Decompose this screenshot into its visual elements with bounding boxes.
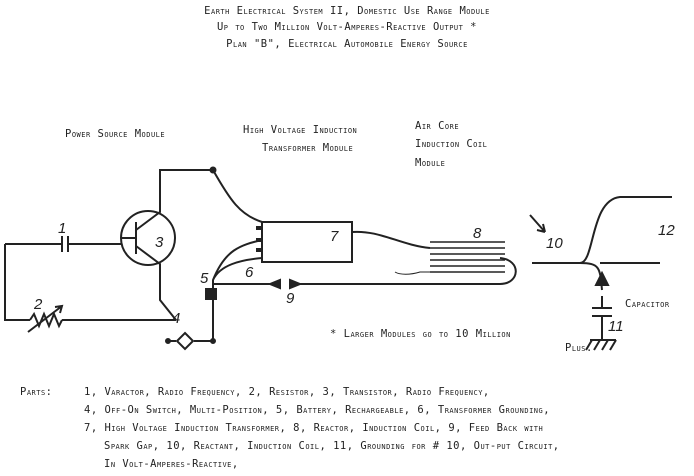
wire-transformer-top	[212, 169, 263, 223]
label-air-line1: Air Core	[415, 120, 460, 132]
spark-gap-arrow	[267, 278, 303, 290]
wire-left	[4, 244, 30, 321]
number-4: 4	[172, 310, 181, 327]
parts-heading: Parts:	[20, 386, 53, 398]
number-12: 12	[658, 222, 675, 239]
number-5: 5	[200, 270, 209, 287]
varactor-symbol	[61, 236, 69, 252]
number-11: 11	[608, 318, 624, 335]
number-10: 10	[546, 235, 563, 252]
arrow-10	[529, 214, 546, 233]
parts-line: 4, Off-On Switch, Multi-Position, 5, Bat…	[84, 404, 551, 416]
number-9: 9	[286, 290, 295, 307]
parts-line: Spark Gap, 10, Reactant, Induction Coil,…	[104, 440, 560, 452]
number-8: 8	[473, 225, 482, 242]
title-line-2: Up to Two Million Volt-Amperes-Reactive …	[216, 21, 477, 33]
label-air-line3: Module	[415, 157, 446, 169]
number-7: 7	[330, 228, 339, 245]
capacitor-symbol	[592, 307, 612, 317]
switch-symbol	[175, 331, 195, 351]
coil-symbol	[430, 241, 505, 273]
parts-line: In Volt-Amperes-Reactive,	[104, 458, 239, 470]
note-line1: * Larger Modules go to 10 Million	[330, 328, 511, 340]
battery-symbol	[205, 288, 217, 300]
resistor-symbol	[29, 311, 63, 329]
transformer-symbol	[261, 221, 353, 263]
resistor-arrow	[27, 304, 64, 333]
number-6: 6	[245, 264, 254, 281]
parts-line: 7, High Voltage Induction Transformer, 8…	[84, 422, 544, 434]
wire-feedback	[213, 257, 517, 285]
label-hv-line1: High Voltage Induction	[243, 124, 358, 136]
transistor-symbol	[120, 210, 176, 266]
number-1: 1	[58, 220, 67, 237]
title-line-3: Plan "B", Electrical Automobile Energy S…	[226, 38, 468, 50]
label-air-line2: Induction Coil	[415, 138, 488, 150]
number-3: 3	[155, 234, 164, 251]
output-wire	[532, 196, 672, 264]
label-hv-line2: Transformer Module	[262, 142, 354, 154]
label-power-source: Power Source Module	[65, 128, 166, 140]
label-capacitor: Capacitor	[625, 298, 670, 310]
parts-line: 1, Varactor, Radio Frequency, 2, Resisto…	[84, 386, 490, 398]
number-2: 2	[34, 296, 43, 313]
note-line2: Plus.	[565, 342, 593, 354]
title-line-1: Earth Electrical System II, Domestic Use…	[204, 5, 490, 17]
